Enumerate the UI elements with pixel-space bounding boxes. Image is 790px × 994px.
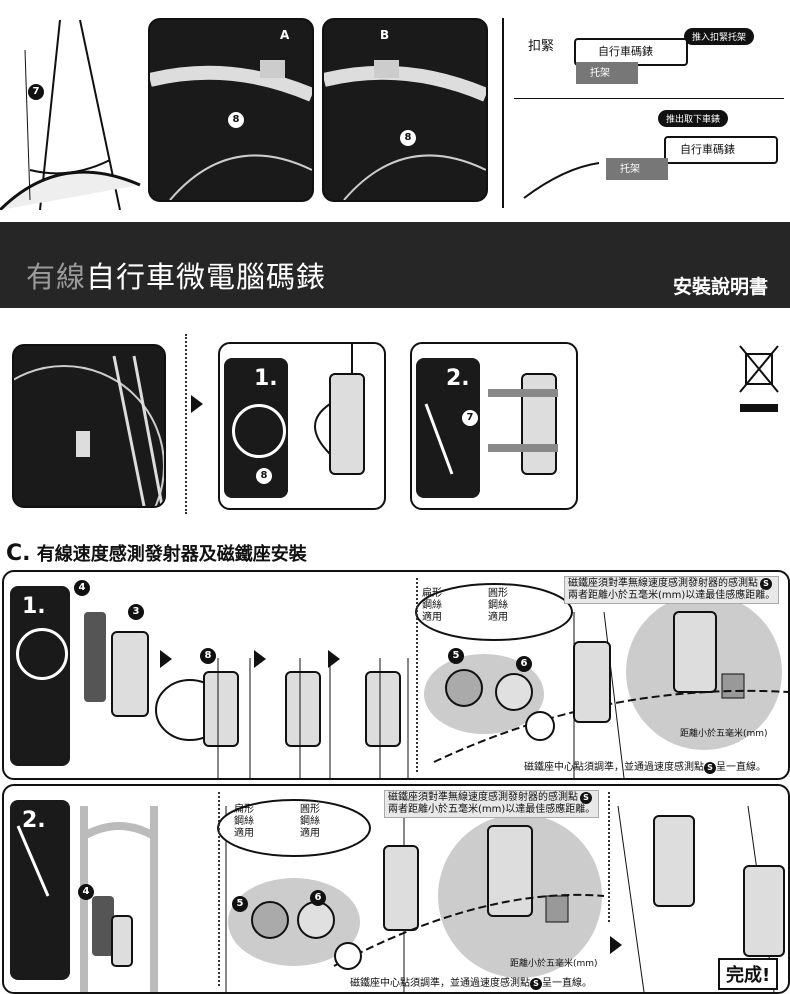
panel-2-dotted-divider bbox=[218, 792, 220, 986]
title-prefix: 有線 bbox=[26, 260, 87, 294]
sensor-point-mark: S bbox=[580, 792, 592, 804]
sensor-drawing bbox=[314, 344, 365, 475]
bracket-shape bbox=[576, 62, 638, 84]
alignment-note-line1: 磁鐵座須對準無線速度感測發射器的感測點 bbox=[388, 792, 578, 803]
bracket-label: 托架 bbox=[590, 68, 610, 79]
install-panel-2: 2. 4 扁形 鋼絲 適用 圓形 鋼絲 適用 5 6 磁鐵座須對準無線速度感測發… bbox=[2, 784, 790, 994]
round-spoke-label: 圓形 鋼絲 適用 bbox=[300, 804, 320, 839]
sensor-point-mark: S bbox=[760, 578, 772, 590]
mount-diagram: 扣緊 推入扣緊托架 自行車碼錶 托架 推出取下車錶 自行車碼錶 托架 bbox=[514, 18, 784, 208]
rubber-ring bbox=[232, 404, 286, 458]
install-panel-1: 1. 4 3 8 扁形 鋼絲 適用 圓形 鋼絲 適用 5 6 磁鐵座須對準無線速… bbox=[2, 570, 790, 780]
sensor-point-mark: S bbox=[704, 762, 716, 774]
complete-label: 完成! bbox=[718, 958, 779, 990]
title-banner: 有線自行車微電腦碼錶 安裝說明書 bbox=[0, 222, 790, 308]
sensor-zip-tie-drawing bbox=[424, 373, 558, 475]
panel-1-drawing bbox=[84, 583, 788, 778]
step-2-number: 2. bbox=[446, 366, 470, 391]
title-main: 自行車微電腦碼錶 bbox=[86, 260, 327, 294]
computer-label-2: 自行車碼錶 bbox=[680, 143, 735, 156]
alignment-note-line2: 兩者距離小於五毫米(mm)以達最佳感應距離。 bbox=[388, 804, 596, 815]
flat-spoke-label: 扁形 鋼絲 適用 bbox=[234, 804, 254, 839]
wheel-sensor-photo bbox=[12, 344, 166, 508]
step-b-label: B bbox=[380, 28, 390, 42]
document-subtitle: 安裝說明書 bbox=[672, 276, 768, 298]
arrow-right-4 bbox=[610, 936, 622, 954]
panel-1-ring bbox=[16, 628, 68, 680]
panel-2-dotted-divider-2 bbox=[608, 792, 610, 922]
arrow-right bbox=[191, 395, 203, 413]
computer-label: 自行車碼錶 bbox=[598, 45, 653, 58]
step-a-drawing bbox=[150, 60, 312, 200]
center-note-text: 磁鐵座中心點須調準，並通過速度感測點 bbox=[350, 978, 530, 989]
recycle-bin-icon bbox=[738, 344, 780, 414]
divider-vertical bbox=[502, 18, 504, 208]
part-5-badge: 5 bbox=[448, 648, 464, 664]
center-note-text: 磁鐵座中心點須調準，並通過速度感測點 bbox=[524, 762, 704, 773]
section-c-heading: C. 有線速度感測發射器及磁鐵座安裝 bbox=[6, 540, 307, 566]
part-6-badge: 6 bbox=[310, 890, 326, 906]
part-7-badge: 7 bbox=[28, 84, 44, 100]
panel-1-dotted-divider bbox=[416, 578, 418, 772]
step-1-number: 1. bbox=[254, 366, 278, 391]
panel-2-step-number: 2. bbox=[22, 808, 46, 833]
bracket-shape-2 bbox=[606, 158, 668, 180]
part-8-badge: 8 bbox=[228, 112, 244, 128]
part-4-badge: 4 bbox=[78, 884, 94, 900]
divider-horizontal bbox=[514, 98, 784, 99]
document-title: 有線自行車微電腦碼錶 bbox=[26, 254, 326, 296]
part-8-badge: 8 bbox=[256, 468, 272, 484]
sensor-point-mark: S bbox=[530, 978, 542, 990]
bracket-label-2: 托架 bbox=[620, 164, 640, 175]
distance-label: 距離小於五毫米(mm) bbox=[680, 729, 768, 739]
step-a-label: A bbox=[280, 28, 290, 42]
section-letter: C. bbox=[6, 541, 31, 566]
step-2-box bbox=[416, 358, 480, 498]
computer-unit bbox=[574, 38, 688, 66]
alignment-note-line2: 兩者距離小於五毫米(mm)以達最佳感應距離。 bbox=[568, 590, 776, 601]
part-8-badge: 8 bbox=[400, 130, 416, 146]
step-2-panel: 2. 7 bbox=[410, 342, 578, 510]
panel-2-drawing bbox=[16, 799, 785, 992]
part-3-badge: 3 bbox=[128, 604, 144, 620]
part-4-badge: 4 bbox=[74, 580, 90, 596]
fork-illustration: 7 bbox=[0, 10, 145, 212]
computer-unit-2 bbox=[664, 136, 778, 164]
step-1-panel: 1. 8 bbox=[218, 342, 386, 510]
push-lock-tag: 推入扣緊托架 bbox=[684, 28, 755, 45]
step-a-panel: A 8 bbox=[148, 18, 314, 202]
panel-1-step-number: 1. bbox=[22, 594, 46, 619]
part-5-badge: 5 bbox=[232, 896, 248, 912]
part-7-badge: 7 bbox=[462, 410, 478, 426]
center-note-end: 呈一直線。 bbox=[542, 978, 592, 989]
alignment-note-line1: 磁鐵座須對準無線速度感測發射器的感測點 bbox=[568, 578, 758, 589]
center-note-end: 呈一直線。 bbox=[716, 762, 766, 773]
dotted-divider bbox=[185, 334, 187, 514]
section-title: 有線速度感測發射器及磁鐵座安裝 bbox=[36, 544, 307, 565]
step-b-drawing bbox=[324, 60, 486, 200]
distance-label: 距離小於五毫米(mm) bbox=[510, 959, 598, 969]
fork-drawing bbox=[0, 19, 141, 212]
part-8-badge: 8 bbox=[200, 648, 216, 664]
arrow-right-2 bbox=[254, 650, 266, 668]
wheel-drawing bbox=[14, 355, 164, 506]
push-remove-tag: 推出取下車錶 bbox=[658, 110, 729, 127]
part-6-badge: 6 bbox=[516, 656, 532, 672]
arrow-right-1 bbox=[160, 650, 172, 668]
step-b-panel: B 8 bbox=[322, 18, 488, 202]
round-spoke-label: 圓形 鋼絲 適用 bbox=[488, 588, 508, 623]
flat-spoke-label: 扁形 鋼絲 適用 bbox=[422, 588, 442, 623]
fasten-label: 扣緊 bbox=[528, 39, 555, 54]
arrow-right-3 bbox=[328, 650, 340, 668]
